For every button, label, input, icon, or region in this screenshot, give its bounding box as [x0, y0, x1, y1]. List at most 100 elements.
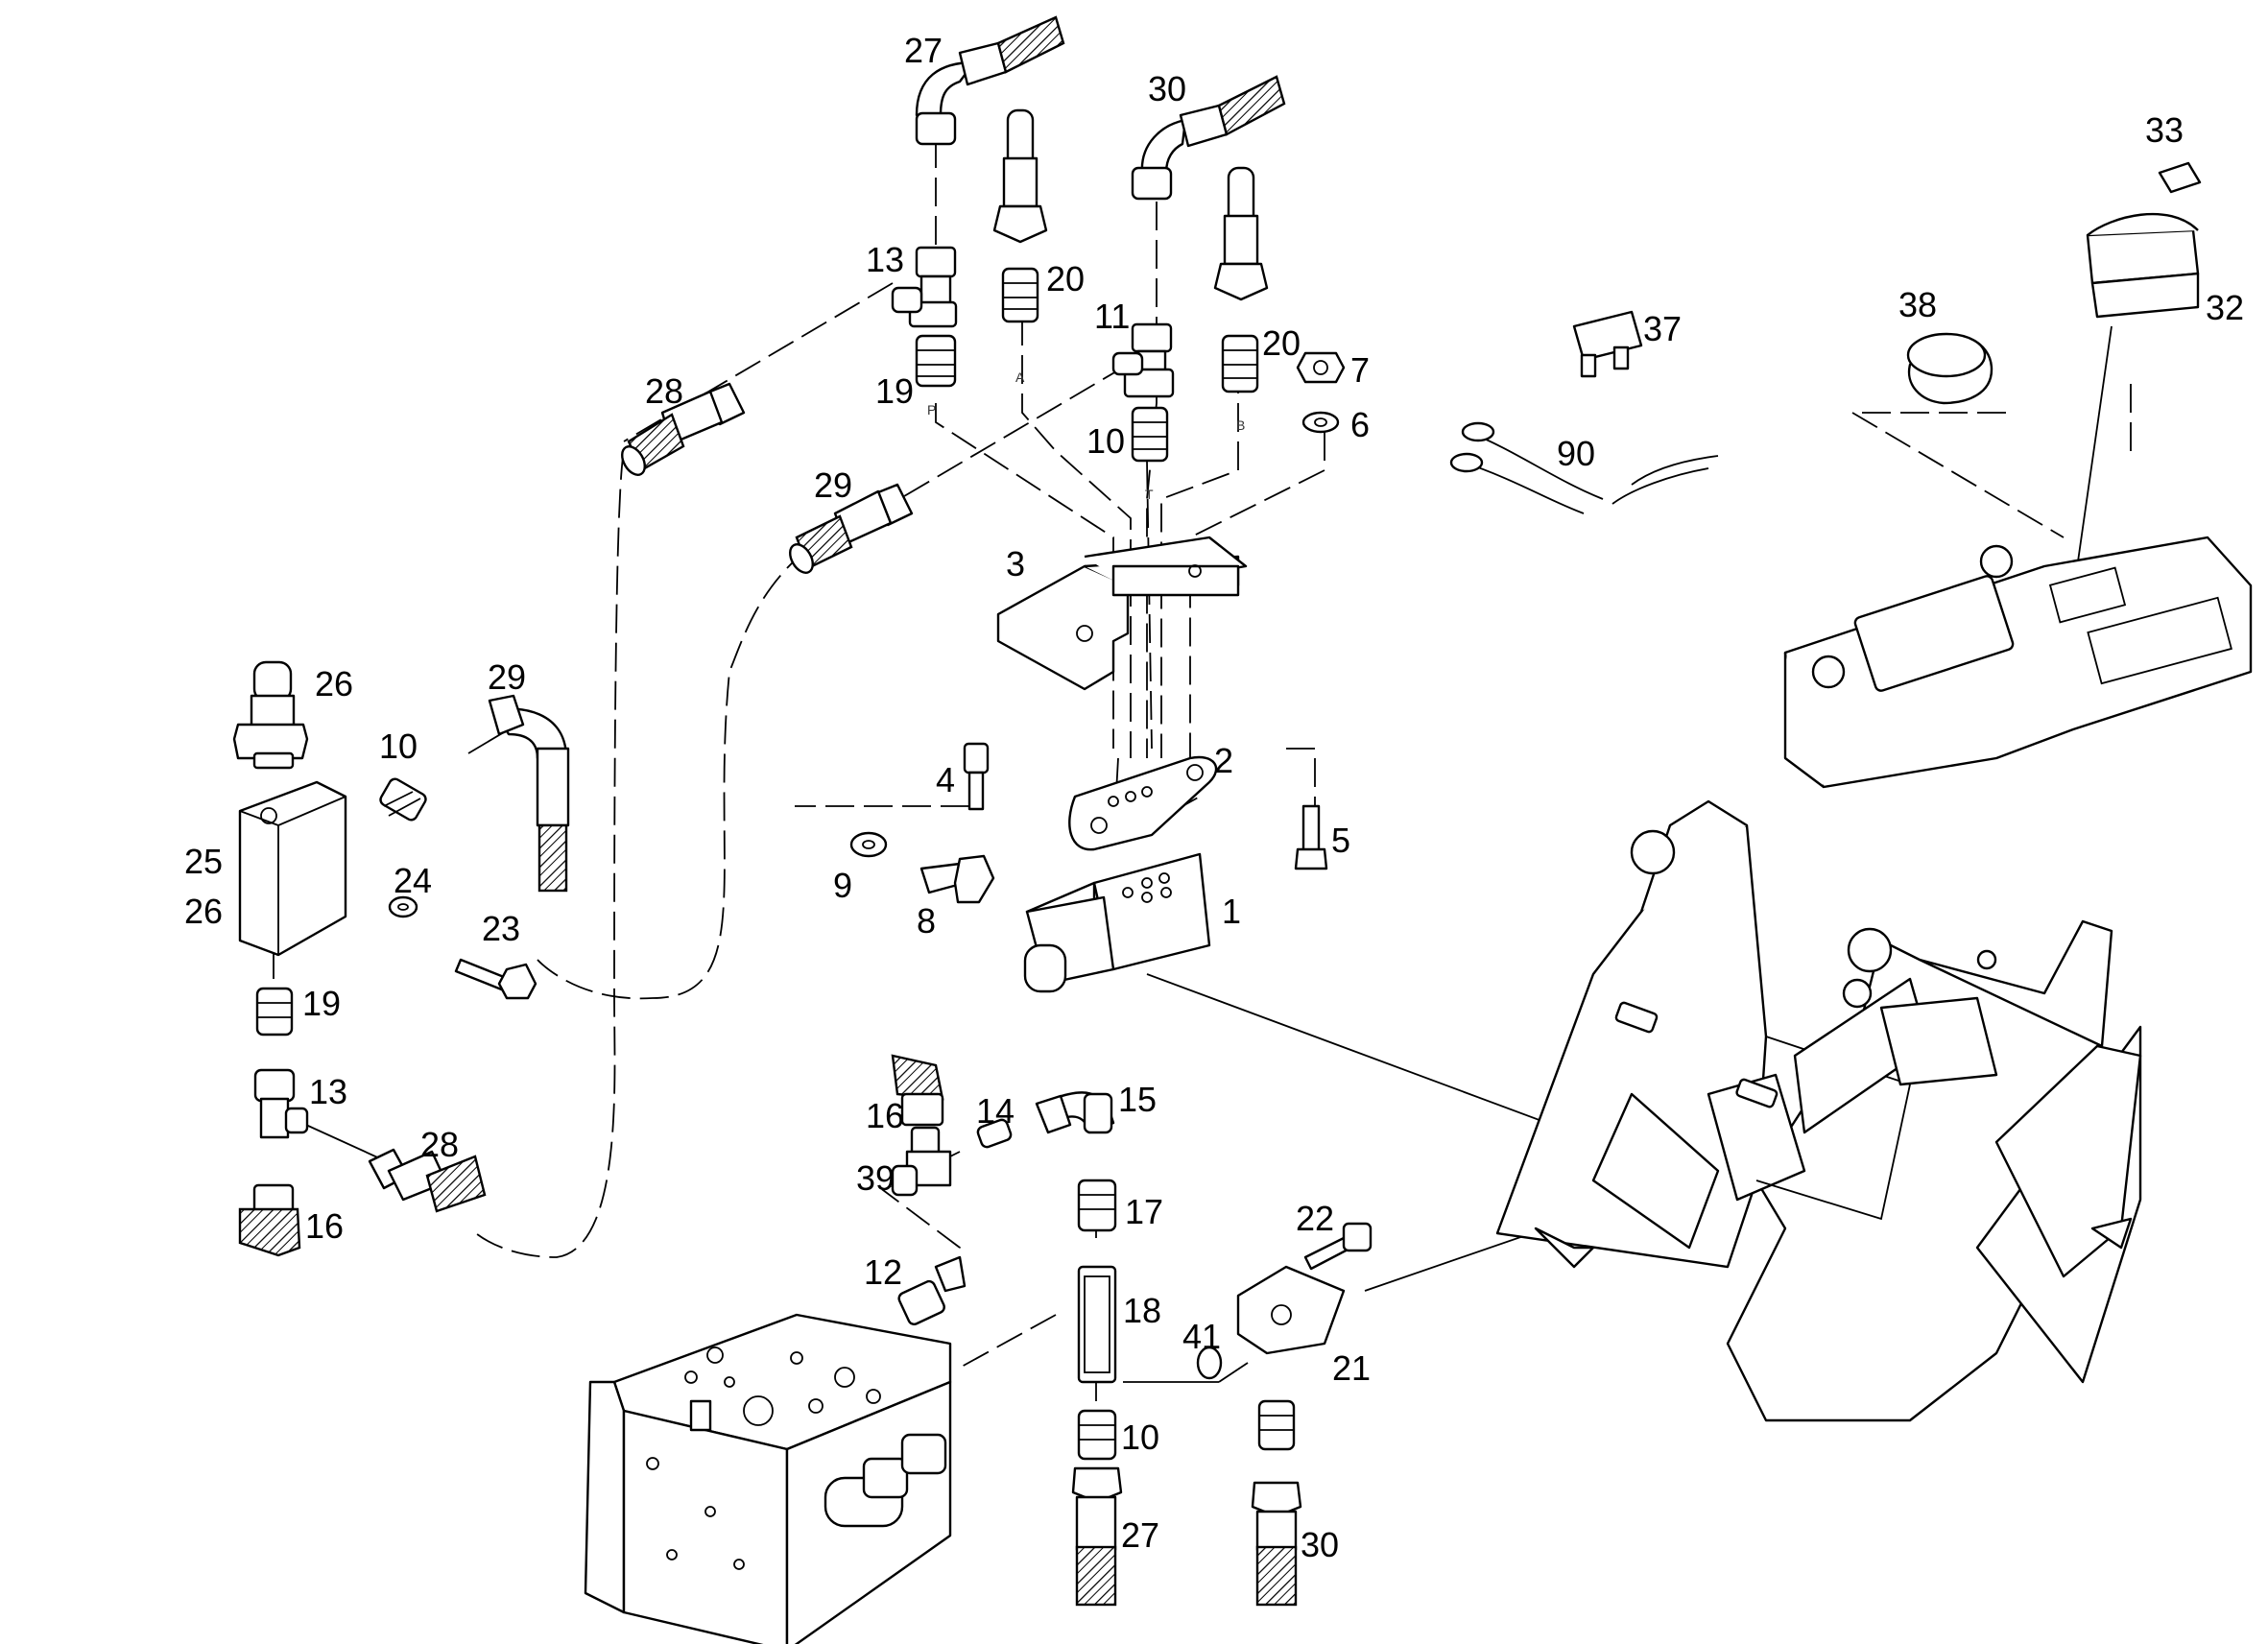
callout-32: 32: [2206, 288, 2244, 327]
nut-7: [1296, 351, 1346, 384]
tee-fitting-13-top: [891, 246, 958, 328]
callout-1: 1: [1222, 892, 1241, 931]
hose-fitting-top-a: [992, 108, 1048, 244]
callout-19: 19: [302, 984, 341, 1023]
fitting-12: [897, 1255, 967, 1325]
screw-22: [1303, 1222, 1373, 1271]
callout-8: 8: [917, 901, 936, 941]
fitting-14: [976, 1118, 1013, 1149]
screw-5: [1294, 804, 1328, 870]
rocker-switch-32: [2086, 212, 2200, 319]
port-label-p: P: [927, 402, 936, 417]
callout-41: 41: [1182, 1317, 1221, 1356]
callout-90: 90: [1557, 434, 1595, 473]
washer-9: [849, 831, 888, 858]
coupling-16-mid: [891, 1054, 944, 1127]
callout-27: 27: [1121, 1515, 1159, 1555]
callout-26: 26: [315, 664, 353, 703]
o-ring-41: [1196, 1346, 1223, 1380]
callout-11: 11: [1094, 297, 1130, 336]
callout-25: 25: [184, 842, 223, 881]
fuse-37: [1572, 310, 1643, 378]
adapter-plate-2: [1068, 755, 1218, 851]
callout-20: 20: [1046, 259, 1085, 298]
hose-28-upper: [621, 382, 746, 476]
callout-16: 16: [305, 1206, 344, 1246]
port-label-b: B: [1236, 417, 1245, 433]
callout-22: 22: [1296, 1199, 1334, 1238]
callout-30: 30: [1301, 1525, 1339, 1564]
callout-5: 5: [1331, 821, 1350, 860]
callout-33: 33: [2145, 110, 2184, 150]
hose-30-bottom: [1251, 1481, 1302, 1607]
callout-9: 9: [833, 866, 852, 905]
switch-symbol-33: [2158, 161, 2202, 194]
hose-29-upper: [789, 483, 914, 574]
elbow-15: [1035, 1091, 1115, 1134]
washer-6: [1301, 411, 1340, 434]
tee-fitting-39: [891, 1126, 952, 1197]
callout-37: 37: [1643, 309, 1682, 348]
tee-fitting-13-left: [253, 1068, 309, 1139]
block-21: [1236, 1265, 1346, 1355]
hose-27-top: [915, 15, 1065, 146]
nipple-10-top: [1131, 406, 1169, 463]
callout-24: 24: [394, 861, 432, 900]
loader-frame: [1495, 799, 2142, 1422]
callout-13: 13: [309, 1072, 347, 1111]
bolt-8: [919, 854, 995, 904]
bolt-23: [454, 958, 537, 1000]
screw-4: [963, 742, 990, 811]
callout-6: 6: [1350, 405, 1370, 444]
callout-23: 23: [482, 909, 520, 948]
block-25: [238, 780, 347, 957]
callout-18: 18: [1123, 1291, 1161, 1330]
nipple-bottom-right: [1257, 1399, 1296, 1451]
wire-harness-90: [1449, 421, 1719, 514]
coupling-16-left: [238, 1183, 301, 1257]
callout-10: 10: [1086, 421, 1125, 461]
callout-17: 17: [1125, 1192, 1163, 1231]
callout-3: 3: [1006, 544, 1025, 584]
callout-39: 39: [856, 1158, 895, 1198]
callout-2: 2: [1214, 741, 1233, 780]
callout-27: 27: [904, 31, 943, 70]
nipple-19-top: [915, 334, 957, 388]
pressure-switch-26: [232, 660, 309, 770]
fitting-10-left: [379, 777, 427, 822]
nipple-19-left: [255, 987, 294, 1036]
callout-28: 28: [420, 1125, 459, 1164]
callout-29: 29: [814, 465, 852, 505]
callout-26: 26: [184, 892, 223, 931]
valve-block-1: [1023, 852, 1211, 993]
callout-numbers: 27 30 33 13 20 11 20 7 6 37 38 32 19 28 …: [184, 31, 2244, 1564]
hose-28-lower: [368, 1148, 487, 1213]
port-label-a: A: [1015, 369, 1025, 385]
callout-21: 21: [1332, 1348, 1371, 1388]
callout-10: 10: [1121, 1418, 1159, 1457]
callout-12: 12: [864, 1252, 902, 1292]
plug-38: [1906, 332, 1993, 405]
callout-10: 10: [379, 727, 418, 766]
nipple-20-b: [1221, 334, 1259, 393]
hose-29-left: [488, 694, 570, 893]
callout-19: 19: [875, 371, 914, 411]
callout-14: 14: [976, 1091, 1015, 1131]
nipple-17: [1077, 1179, 1117, 1232]
extension-18: [1077, 1265, 1117, 1384]
callout-4: 4: [936, 760, 955, 799]
callout-16: 16: [866, 1096, 904, 1135]
callout-30: 30: [1148, 69, 1186, 108]
hose-27-bottom: [1071, 1466, 1123, 1607]
callout-29: 29: [488, 657, 526, 697]
tee-fitting-11: [1111, 322, 1175, 398]
control-valve-bank: [584, 1313, 952, 1644]
nipple-20-a: [1001, 267, 1039, 323]
callout-20: 20: [1262, 323, 1301, 363]
nipple-10-bottom: [1077, 1409, 1117, 1461]
port-label-t: T: [1145, 487, 1154, 502]
callout-13: 13: [866, 240, 904, 279]
washer-24: [388, 895, 418, 918]
callout-15: 15: [1118, 1080, 1157, 1119]
